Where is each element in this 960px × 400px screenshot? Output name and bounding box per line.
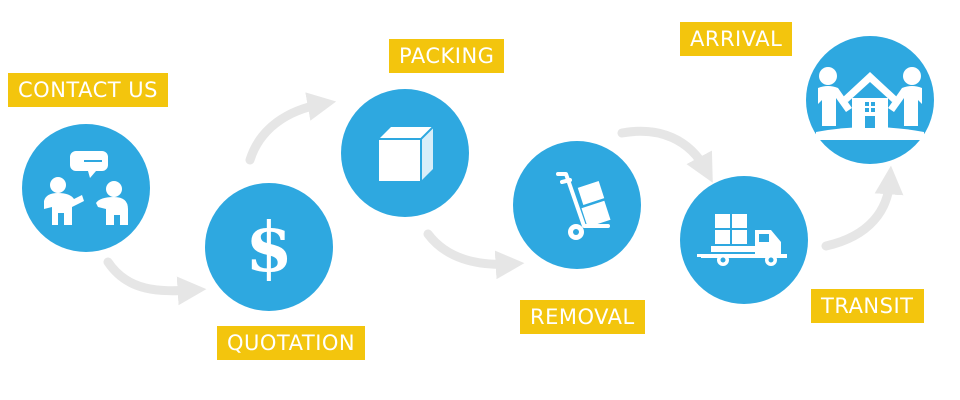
hand-truck-icon <box>556 172 611 240</box>
step-transit-circle <box>680 176 808 304</box>
arrow-packing-to-removal <box>423 229 525 280</box>
step-arrival-circle <box>806 36 934 164</box>
conversation-icon <box>44 151 128 225</box>
step-packing-circle <box>341 89 469 217</box>
arrow-contact-to-quotation <box>103 257 207 306</box>
truck-icon <box>697 214 787 266</box>
arrow-quotation-to-packing <box>245 92 337 165</box>
arrow-removal-to-transit <box>617 126 713 183</box>
step-label-removal: REMOVAL <box>520 300 645 334</box>
arrow-transit-to-arrival <box>821 165 904 251</box>
dollar-icon: $ <box>245 209 292 285</box>
step-label-arrival: ARRIVAL <box>680 22 793 56</box>
step-label-quotation: QUOTATION <box>217 326 366 360</box>
step-quotation-circle: $ <box>205 183 333 311</box>
step-removal-circle <box>513 141 641 269</box>
box-icon <box>379 126 434 181</box>
house-family-icon <box>816 67 924 140</box>
step-label-transit: TRANSIT <box>811 289 924 323</box>
step-contact-us-circle <box>22 124 150 252</box>
svg-text:$: $ <box>245 209 292 285</box>
step-label-contact-us: CONTACT US <box>8 73 168 107</box>
step-label-packing: PACKING <box>389 39 505 73</box>
